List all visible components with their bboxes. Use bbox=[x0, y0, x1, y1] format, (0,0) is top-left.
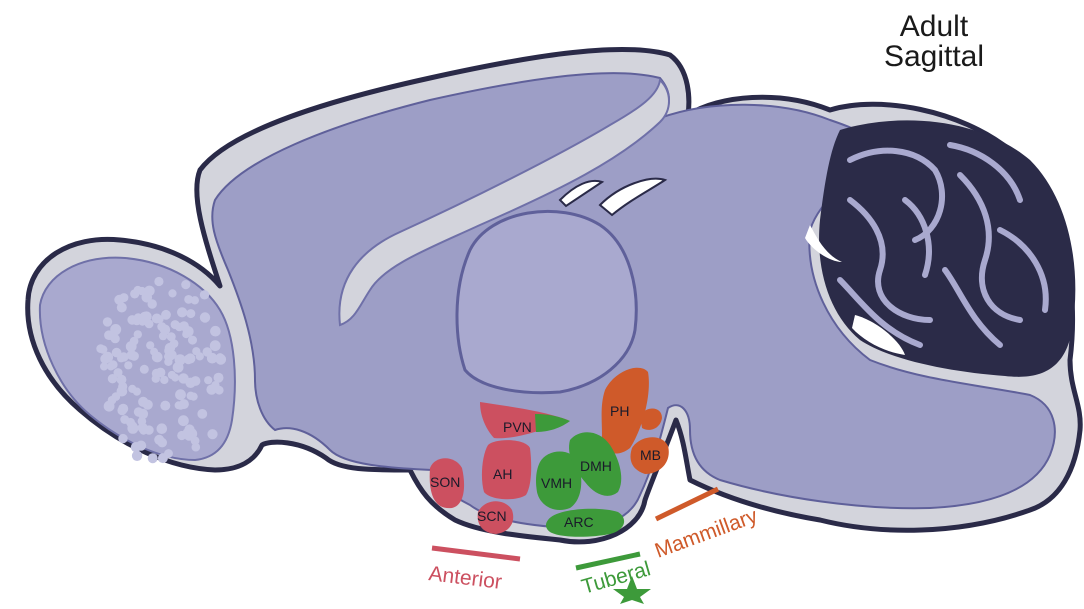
label-mb: MB bbox=[640, 447, 661, 463]
bulb-dot bbox=[181, 280, 190, 289]
bulb-dot bbox=[207, 429, 217, 439]
bulb-dot bbox=[132, 451, 142, 461]
bulb-dot bbox=[168, 289, 176, 297]
bulb-dot bbox=[117, 386, 128, 397]
bulb-dot bbox=[186, 309, 195, 318]
anterior-bar bbox=[432, 548, 520, 559]
bulb-dot bbox=[192, 443, 201, 452]
bulb-dot bbox=[124, 361, 132, 369]
bulb-dot bbox=[170, 339, 179, 348]
bulb-dot bbox=[164, 449, 173, 458]
bulb-dot bbox=[119, 293, 128, 302]
bulb-dot bbox=[109, 360, 118, 369]
bulb-dot bbox=[154, 435, 164, 445]
bulb-dot bbox=[200, 290, 209, 299]
bulb-dot bbox=[117, 303, 127, 313]
bulb-dot bbox=[139, 427, 147, 435]
bulb-dot bbox=[184, 355, 194, 365]
bulb-dot bbox=[144, 286, 155, 297]
bulb-dot bbox=[146, 341, 154, 349]
bulb-dot bbox=[134, 330, 142, 338]
bulb-dot bbox=[192, 347, 200, 355]
bulb-dot bbox=[127, 315, 137, 325]
bulb-dot bbox=[118, 434, 127, 443]
bulb-dot bbox=[130, 289, 139, 298]
bulb-dot bbox=[188, 336, 197, 345]
bulb-dot bbox=[200, 312, 210, 322]
bulb-dot bbox=[171, 320, 180, 329]
label-ah: AH bbox=[493, 466, 512, 482]
bulb-dot bbox=[175, 401, 183, 409]
bulb-dot bbox=[160, 325, 170, 335]
bulb-dot bbox=[152, 369, 162, 379]
bulb-dot bbox=[136, 441, 146, 451]
bulb-dot bbox=[127, 423, 138, 434]
title-line-2: Sagittal bbox=[854, 42, 1014, 72]
bulb-dot bbox=[182, 330, 190, 338]
bulb-dot bbox=[96, 344, 105, 353]
thalamus bbox=[457, 211, 636, 392]
bulb-dot bbox=[104, 401, 115, 412]
bulb-dot bbox=[157, 423, 168, 434]
bulb-dot bbox=[148, 299, 157, 308]
label-son: SON bbox=[430, 474, 460, 490]
bulb-dot bbox=[100, 354, 110, 364]
bulb-dot bbox=[204, 376, 212, 384]
bulb-dot bbox=[175, 389, 186, 400]
bulb-dot bbox=[138, 417, 147, 426]
label-pvn: PVN bbox=[503, 419, 532, 435]
bulb-dot bbox=[197, 409, 207, 419]
bulb-dot bbox=[134, 407, 143, 416]
bulb-dot bbox=[117, 354, 125, 362]
bulb-dot bbox=[154, 277, 163, 286]
bulb-dot bbox=[178, 415, 189, 426]
bulb-dot bbox=[104, 330, 114, 340]
bulb-dot bbox=[207, 353, 218, 364]
bulb-dot bbox=[100, 363, 108, 371]
bulb-dot bbox=[138, 317, 147, 326]
region-anterior: Anterior bbox=[427, 562, 503, 594]
bulb-dot bbox=[177, 307, 187, 317]
bulb-dot bbox=[179, 321, 189, 331]
bulb-dot bbox=[133, 388, 141, 396]
bulb-dot bbox=[178, 373, 188, 383]
bulb-dot bbox=[152, 352, 162, 362]
bulb-dot bbox=[156, 315, 164, 323]
label-arc: ARC bbox=[564, 514, 594, 530]
bulb-dot bbox=[187, 392, 195, 400]
bulb-dot bbox=[210, 340, 221, 351]
bulb-dot bbox=[191, 296, 199, 304]
bulb-dot bbox=[184, 424, 194, 434]
bulb-dot bbox=[117, 375, 127, 385]
bulb-dot bbox=[215, 386, 224, 395]
bulb-dot bbox=[140, 365, 149, 374]
label-scn: SCN bbox=[477, 508, 507, 524]
bulb-dot bbox=[168, 371, 176, 379]
label-dmh: DMH bbox=[580, 458, 612, 474]
mammillary-bar bbox=[656, 489, 718, 519]
bulb-dot bbox=[103, 317, 112, 326]
label-ph: PH bbox=[610, 403, 629, 419]
bulb-dot bbox=[118, 404, 128, 414]
bulb-dot bbox=[160, 401, 170, 411]
bulb-dot bbox=[126, 341, 137, 352]
label-vmh: VMH bbox=[541, 475, 572, 491]
bulb-dot bbox=[143, 400, 153, 410]
bulb-dot bbox=[210, 326, 221, 337]
bulb-dot bbox=[174, 362, 182, 370]
bulb-dot bbox=[148, 453, 158, 463]
bulb-dot bbox=[167, 350, 176, 359]
title-line-1: Adult bbox=[854, 12, 1014, 42]
